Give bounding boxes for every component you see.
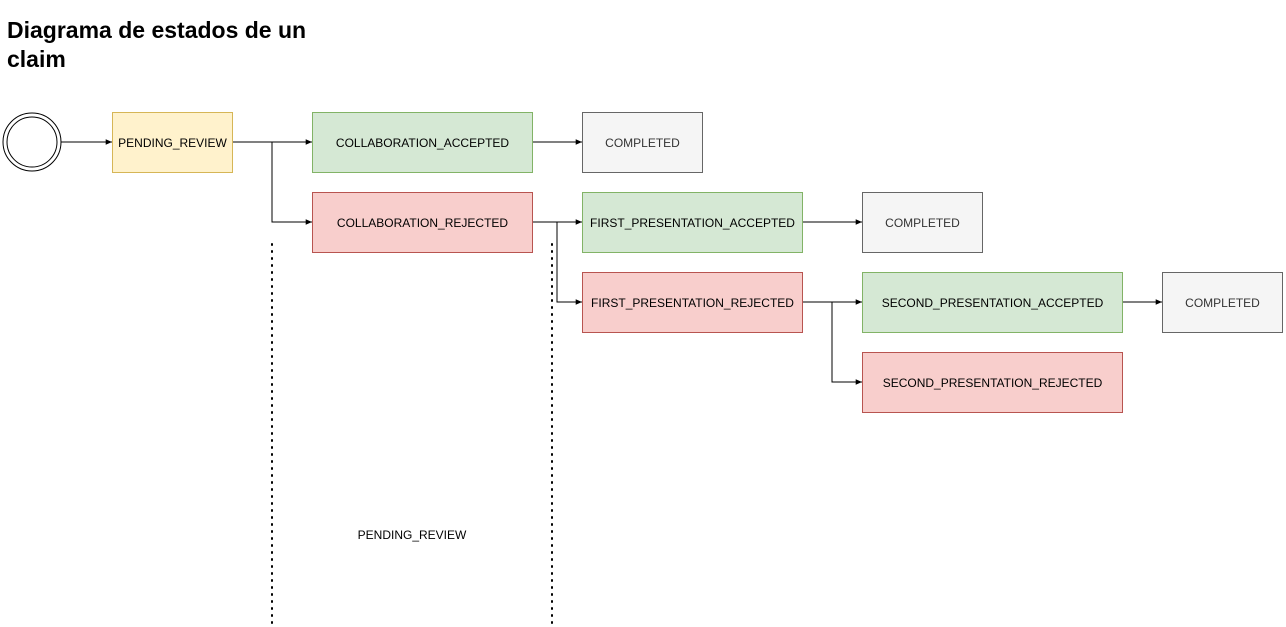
state-first-presentation-accepted[interactable]: FIRST_PRESENTATION_ACCEPTED [582,192,803,253]
transition-pending-to-collab-rejected [271,142,312,225]
lane-label-pending-review: PENDING_REVIEW [357,528,467,542]
state-first-presentation-rejected[interactable]: FIRST_PRESENTATION_REJECTED [582,272,803,333]
state-label: SECOND_PRESENTATION_ACCEPTED [881,295,1104,310]
transition-first-rejected-to-second-rejected [831,302,862,385]
state-completed-2[interactable]: COMPLETED [862,192,983,253]
state-completed-1[interactable]: COMPLETED [582,112,703,173]
state-collaboration-rejected[interactable]: COLLABORATION_REJECTED [312,192,533,253]
state-label: COLLABORATION_REJECTED [336,215,509,230]
state-label: FIRST_PRESENTATION_REJECTED [591,295,794,310]
state-label: COMPLETED [1185,295,1260,310]
state-label: COMPLETED [885,215,960,230]
state-label: SECOND_PRESENTATION_REJECTED [882,375,1103,390]
state-label: FIRST_PRESENTATION_ACCEPTED [590,215,795,230]
start-state-icon [2,112,62,172]
state-second-presentation-accepted[interactable]: SECOND_PRESENTATION_ACCEPTED [862,272,1123,333]
state-pending-review[interactable]: PENDING_REVIEW [112,112,233,173]
state-second-presentation-rejected[interactable]: SECOND_PRESENTATION_REJECTED [862,352,1123,413]
state-label: PENDING_REVIEW [118,135,227,150]
state-collaboration-accepted[interactable]: COLLABORATION_ACCEPTED [312,112,533,173]
state-label: COMPLETED [605,135,680,150]
diagram-title: Diagrama de estados de un claim [7,17,307,72]
state-label: COLLABORATION_ACCEPTED [335,135,510,150]
transition-collab-rejected-to-first-rejected [556,222,582,305]
state-completed-3[interactable]: COMPLETED [1162,272,1283,333]
